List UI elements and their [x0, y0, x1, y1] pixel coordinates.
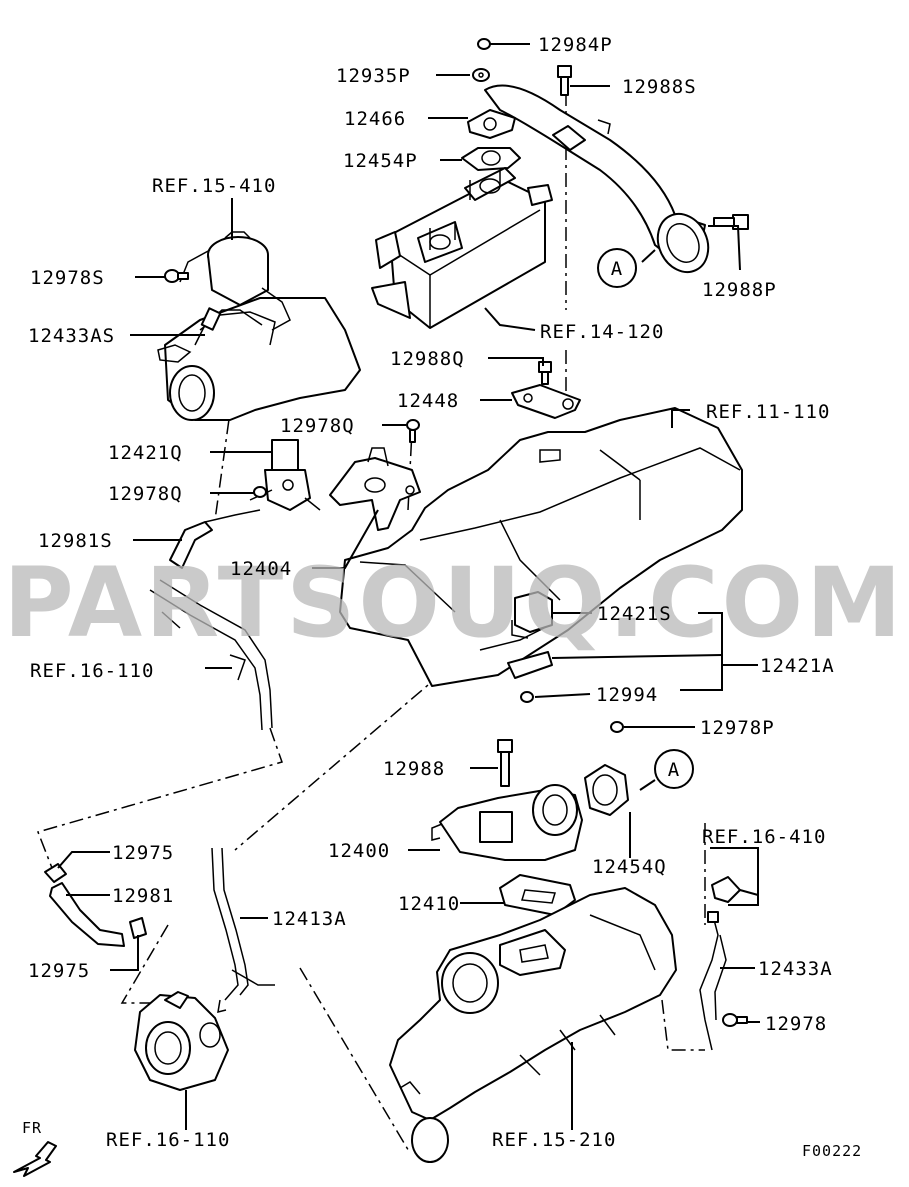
- pipe-12413A: [211, 847, 275, 1014]
- bolt-12978: [722, 1013, 748, 1027]
- label-ref-15-210[interactable]: REF.15-210: [492, 1129, 616, 1151]
- solenoid-12421S: [511, 591, 553, 639]
- fastener-12935P: [472, 68, 490, 82]
- label-12404[interactable]: 12404: [230, 558, 292, 580]
- label-12978[interactable]: 12978: [765, 1013, 827, 1035]
- label-12421Q[interactable]: 12421Q: [108, 442, 183, 464]
- egr-cooler: [371, 167, 553, 329]
- fr-label: FR: [22, 1119, 42, 1137]
- hose-12981: [49, 882, 125, 947]
- turbo-actuator-assembly: [157, 231, 361, 421]
- clamp-12975-lower: [129, 917, 147, 939]
- label-12448[interactable]: 12448: [397, 390, 459, 412]
- label-12981S[interactable]: 12981S: [38, 530, 113, 552]
- label-12400[interactable]: 12400: [328, 840, 390, 862]
- watermark: PARTSOUQ.COM: [3, 547, 904, 659]
- label-12466[interactable]: 12466: [344, 108, 406, 130]
- callout-a-upper: A: [597, 248, 637, 288]
- engine-block: [339, 407, 743, 687]
- solenoid-valve-12421Q: [249, 439, 321, 511]
- label-12988Q[interactable]: 12988Q: [390, 348, 465, 370]
- pipe-ref-16-110-upper: [149, 579, 273, 731]
- label-12975-lower[interactable]: 12975: [28, 960, 90, 982]
- label-12454P[interactable]: 12454P: [343, 150, 418, 172]
- label-12421S[interactable]: 12421S: [597, 603, 672, 625]
- label-ref-14-120[interactable]: REF.14-120: [540, 321, 664, 343]
- label-12994[interactable]: 12994: [596, 684, 658, 706]
- callout-a-upper-text: A: [611, 258, 623, 280]
- bolt-12988S: [557, 65, 572, 96]
- label-12410[interactable]: 12410: [398, 893, 460, 915]
- part-labels: 12984P 12935P 12988S 12466 12454P REF.15…: [28, 34, 835, 1151]
- label-12975-upper[interactable]: 12975: [112, 842, 174, 864]
- bracket-12421A: [507, 651, 553, 679]
- label-12978Q-lower[interactable]: 12978Q: [108, 483, 183, 505]
- label-ref-15-410[interactable]: REF.15-410: [152, 175, 276, 197]
- label-12978S[interactable]: 12978S: [30, 267, 105, 289]
- callout-a-lower-text: A: [668, 759, 680, 781]
- bolt-12978Q-top: [406, 419, 420, 443]
- gasket-12410: [499, 874, 576, 916]
- intake-manifold: [389, 887, 677, 1163]
- label-ref-16-110-upper[interactable]: REF.16-110: [30, 660, 154, 682]
- label-ref-16-410[interactable]: REF.16-410: [702, 826, 826, 848]
- label-12421A[interactable]: 12421A: [760, 655, 835, 677]
- label-12413A[interactable]: 12413A: [272, 908, 347, 930]
- vacuum-hose-12433A: [699, 876, 741, 1051]
- label-ref-16-110-lower[interactable]: REF.16-110: [106, 1129, 230, 1151]
- label-ref-11-110[interactable]: REF.11-110: [706, 401, 830, 423]
- egr-valve-12400: [431, 784, 583, 861]
- bracket-12448: [511, 384, 581, 419]
- vacuum-pump: [134, 991, 229, 1091]
- front-direction-indicator: FR: [13, 1119, 57, 1177]
- bolt-12978Q-lower: [253, 486, 267, 498]
- bracket-12404: [329, 447, 421, 531]
- callout-a-lower: A: [654, 749, 694, 789]
- leader-lines: [57, 43, 760, 1130]
- label-12988[interactable]: 12988: [383, 758, 445, 780]
- fr-arrow-icon: [13, 1141, 57, 1177]
- diagram-code: F00222: [802, 1142, 862, 1160]
- label-12454Q[interactable]: 12454Q: [592, 856, 667, 878]
- bolt-12988Q: [538, 361, 552, 385]
- clamp-12975-upper: [44, 863, 67, 883]
- label-12935P[interactable]: 12935P: [336, 65, 411, 87]
- gasket-12454Q: [584, 764, 629, 816]
- label-12988P[interactable]: 12988P: [702, 279, 777, 301]
- fastener-12984P: [477, 38, 491, 50]
- label-12978P[interactable]: 12978P: [700, 717, 775, 739]
- label-12981[interactable]: 12981: [112, 885, 174, 907]
- label-12978Q-top[interactable]: 12978Q: [280, 415, 355, 437]
- label-12988S[interactable]: 12988S: [622, 76, 697, 98]
- bolt-12978P: [610, 721, 624, 733]
- hose-12981S: [169, 509, 261, 569]
- gasket-12454P: [461, 147, 521, 171]
- bolt-12988: [497, 739, 513, 787]
- label-12433AS[interactable]: 12433AS: [28, 325, 115, 347]
- label-12984P[interactable]: 12984P: [538, 34, 613, 56]
- egr-pipe-12466: [467, 84, 710, 274]
- bolt-12994: [520, 691, 534, 703]
- label-12433A[interactable]: 12433A: [758, 958, 833, 980]
